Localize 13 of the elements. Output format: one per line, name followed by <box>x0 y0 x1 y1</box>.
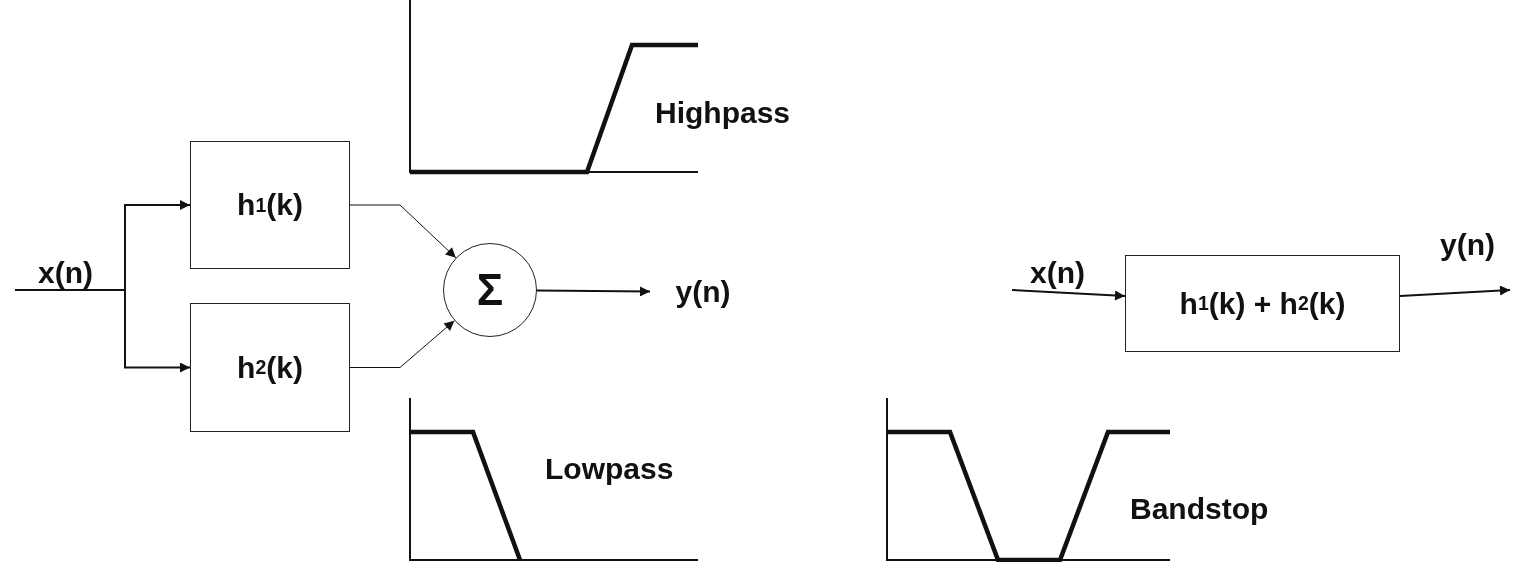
output-label: y(n) <box>650 272 756 312</box>
arrow <box>1011 289 1126 301</box>
arrow <box>349 320 455 368</box>
filter-type-label: Highpass <box>655 96 791 130</box>
signal-label: x(n) <box>38 256 93 290</box>
filter-type-label: Bandstop <box>1130 492 1269 526</box>
signal-label: x(n) <box>1030 256 1085 290</box>
filter-type-label: Lowpass <box>545 452 674 486</box>
arrow <box>536 286 651 297</box>
summer-circle: Σ <box>443 243 537 337</box>
signal-label: y(n) <box>1440 228 1495 262</box>
arrow <box>349 204 457 259</box>
arrow <box>1399 285 1511 297</box>
